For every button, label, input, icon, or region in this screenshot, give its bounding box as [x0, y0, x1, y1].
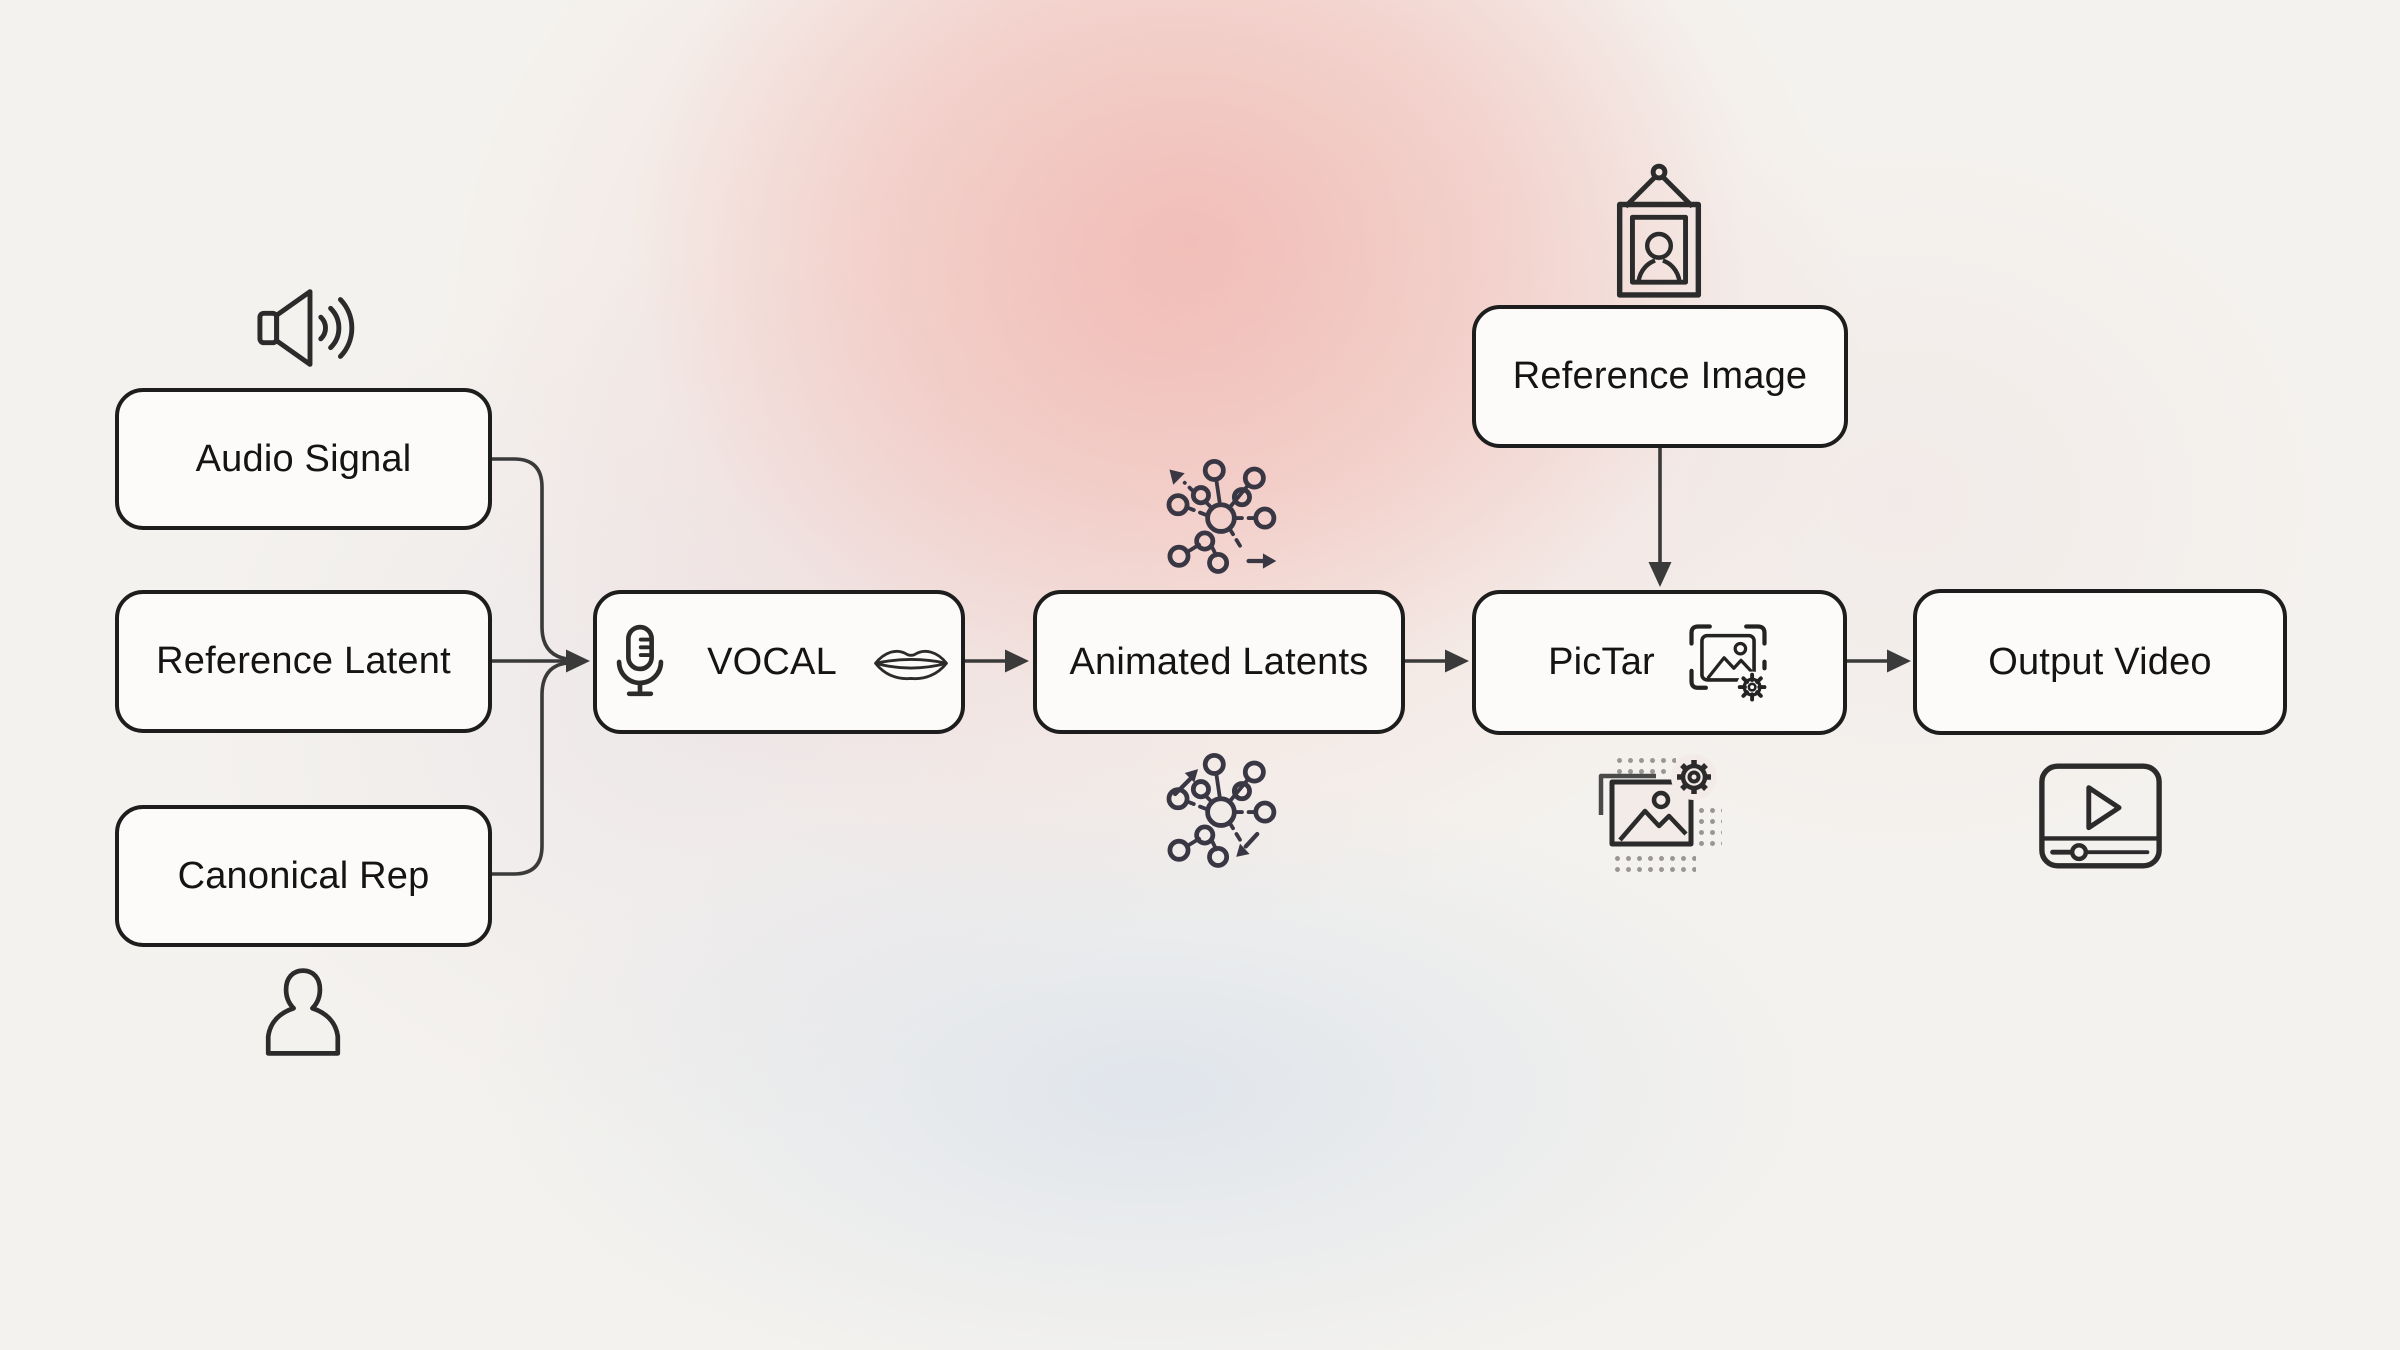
neural-network-icon [1158, 458, 1282, 582]
node-canonical-rep: Canonical Rep [115, 805, 492, 947]
node-label: VOCAL [707, 640, 837, 683]
node-label: Canonical Rep [177, 854, 430, 897]
lips-icon [873, 641, 949, 683]
edge-canonical-rep-to-vocal [490, 661, 569, 876]
video-player-icon [2037, 761, 2164, 871]
node-label: Audio Signal [195, 437, 412, 480]
arrowhead [1445, 649, 1469, 673]
image-crop-gear-icon [1685, 620, 1771, 706]
speaker-icon [256, 284, 364, 372]
person-icon [256, 963, 350, 1061]
edge-audio-signal-to-vocal [490, 457, 569, 661]
node-animated-latents: Animated Latents [1033, 590, 1405, 734]
node-label: PicTar [1548, 641, 1655, 683]
node-audio-signal: Audio Signal [115, 388, 492, 530]
node-pictar: PicTar [1472, 590, 1847, 735]
node-label: Animated Latents [1069, 640, 1369, 683]
node-label: Output Video [1988, 640, 2212, 683]
microphone-icon [609, 623, 671, 701]
arrowhead [1648, 562, 1672, 587]
halftone-dots [1612, 853, 1696, 872]
neural-network-icon [1158, 752, 1282, 876]
arrowhead [566, 649, 590, 673]
halftone-dots [1696, 805, 1722, 851]
arrowhead [1887, 649, 1911, 673]
node-label: Reference Image [1512, 355, 1808, 397]
node-reference-image: Reference Image [1472, 305, 1848, 448]
node-vocal: VOCAL [593, 590, 965, 734]
node-output-video: Output Video [1913, 589, 2287, 735]
framed-portrait-icon [1600, 163, 1718, 306]
image-gear-dots-icon [1598, 749, 1722, 873]
node-label: Reference Latent [156, 640, 451, 682]
arrowhead [1005, 649, 1029, 673]
node-reference-latent: Reference Latent [115, 590, 492, 733]
